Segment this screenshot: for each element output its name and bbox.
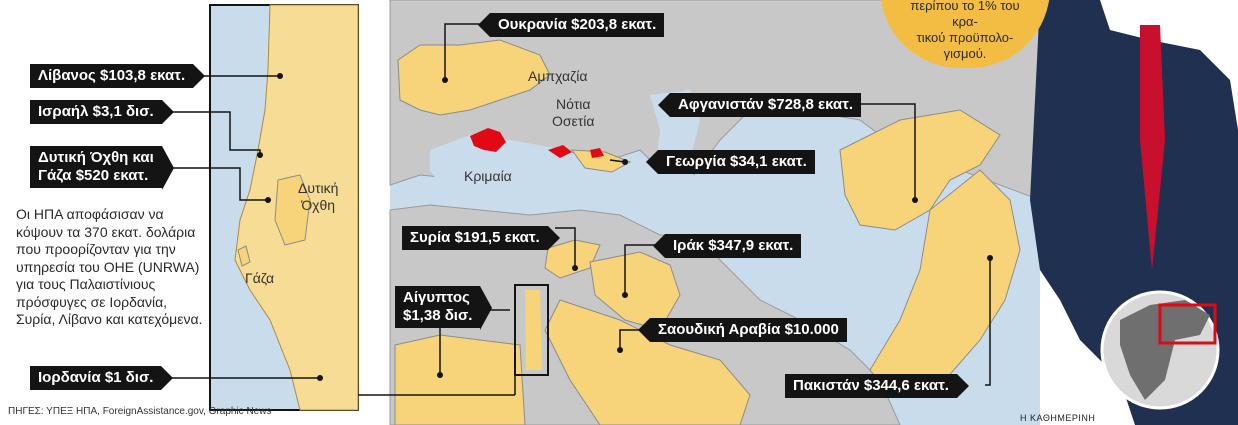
label-lebanon: Λίβανος $103,8 εκατ. [30,64,206,88]
black-sea [430,135,590,205]
tag-egypt: Αίγυπτος $1,38 δισ. [395,286,493,330]
tag-georgia: Γεωργία $34,1 εκατ. [646,150,815,174]
tag-afghanistan: Αφγανιστάν $728,8 εκατ. [657,93,862,117]
label-israel: Ισραήλ $3,1 δισ. [30,100,174,124]
tag-syria: Συρία $191,5 εκατ. [402,226,560,250]
south-ossetia-region [590,148,604,158]
levant-strip [525,290,542,370]
abkhazia-region [548,145,572,158]
pakistan-region [869,169,1021,396]
leader-dots [437,77,993,378]
publisher-credit: Η ΚΑΘΗΜΕΡΙΝΗ [1020,413,1096,423]
globe-land [1120,300,1210,400]
egypt-region [394,334,526,425]
tag-pakistan: Πακιστάν $344,6 εκατ. [785,374,969,398]
globe-locator-box [1158,303,1217,345]
afghanistan-region [839,109,1001,231]
budget-callout-text: περίπου το 1% του κρα- τικού προϋπολο- γ… [910,0,1020,61]
sources-footnote: ΠΗΓΕΣ: ΥΠΕΞ ΗΠΑ, ForeignAssistance.gov, … [8,406,272,417]
levant-locator-box [514,284,549,376]
tag-saudi-arabia: Σαουδική Αραβία $10.000 [638,318,847,342]
unrwa-note: Οι ΗΠΑ αποφάσισαν να κόψουν τα 370 εκατ.… [16,206,203,327]
inset-westbank [274,174,311,246]
crimea-region [470,128,506,152]
map-label-abkhazia: Αμπχαζία [528,68,588,84]
inset-gaza [237,245,251,267]
label-westbank-gaza: Δυτική Όχθη και Γάζα $520 εκατ. [30,146,174,190]
shirt-collar [1120,0,1180,25]
map-label-south-ossetia: Νότια Οσετία [552,96,595,129]
iraq-region [589,251,681,331]
tag-iraq: Ιράκ $347,9 εκατ. [652,234,802,258]
tie [1140,25,1165,270]
map-label-crimea: Κριμαία [464,168,512,184]
tag-ukraine: Ουκρανία $203,8 εκατ. [477,13,665,37]
ukraine-region [397,39,551,116]
label-jordan: Ιορδανία $1 δισ. [30,366,174,390]
inset-label-westbank: Δυτική Όχθη [298,180,339,213]
inset-leader-dots [257,73,323,381]
inset-label-gaza: Γάζα [245,270,275,286]
